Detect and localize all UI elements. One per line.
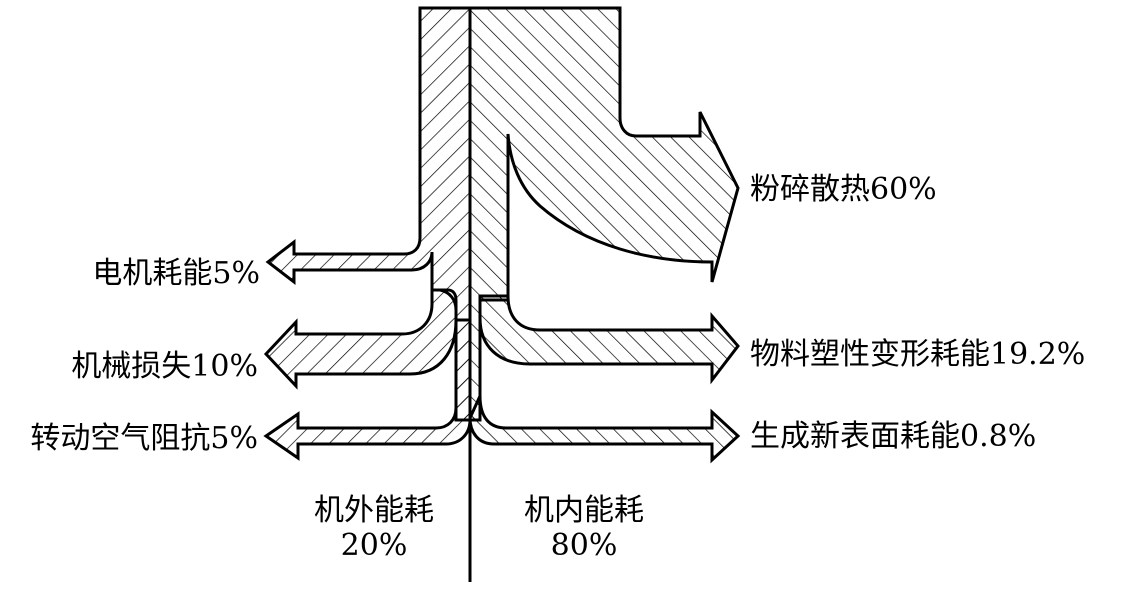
plastic-deformation-arrow: [478, 294, 740, 385]
air-resistance-label: 转动空气阻抗5%: [30, 421, 258, 456]
motor-loss-label: 电机耗能5%: [92, 256, 260, 291]
internal-group-value: 80%: [551, 528, 618, 563]
air-resistance-arrow: [263, 318, 472, 461]
external-group-name: 机外能耗: [314, 493, 434, 528]
new-surface-label: 生成新表面耗能0.8%: [750, 419, 1036, 454]
internal-main-flow: [468, 6, 740, 422]
external-flow: [263, 6, 472, 461]
internal-flow: [468, 6, 741, 464]
new-surface-arrow: [468, 395, 741, 464]
plastic-deformation-label: 物料塑性变形耗能19.2%: [750, 337, 1085, 372]
mechanical-loss-arrow: [263, 288, 458, 390]
crushing-heat-label: 粉碎散热60%: [750, 172, 937, 207]
mechanical-loss-label: 机械损失10%: [71, 349, 258, 384]
external-group-value: 20%: [341, 528, 408, 563]
internal-group-name: 机内能耗: [524, 493, 644, 528]
